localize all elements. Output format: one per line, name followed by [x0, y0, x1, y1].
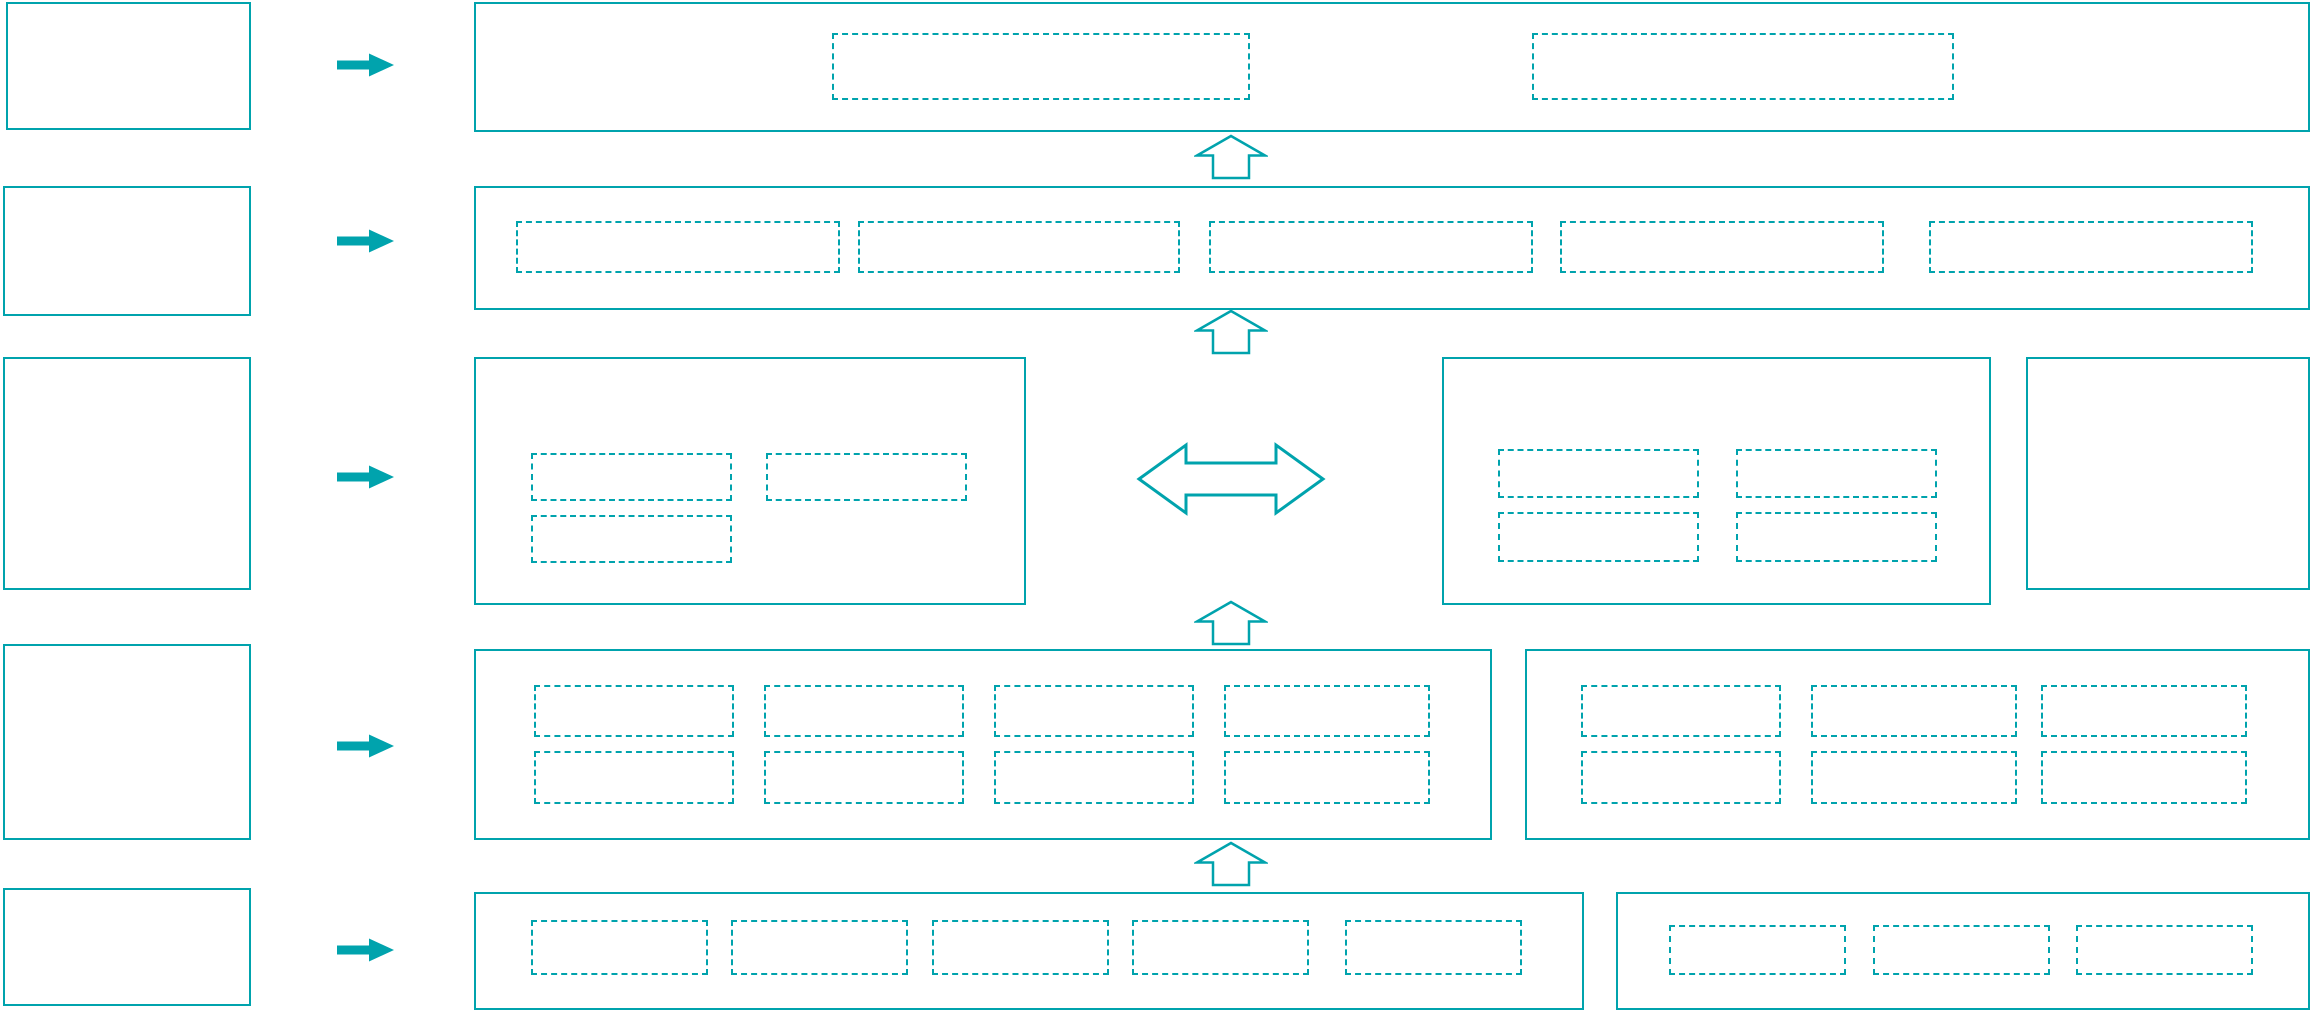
placeholder-box — [764, 751, 964, 804]
placeholder-box — [766, 453, 967, 501]
layer-3-right-panel — [1442, 357, 1991, 605]
placeholder-box — [1224, 685, 1430, 737]
placeholder-box — [1224, 751, 1430, 804]
right-arrow-icon — [337, 734, 394, 758]
placeholder-box — [994, 685, 1194, 737]
up-arrow-icon — [1194, 309, 1268, 355]
right-arrow-icon — [337, 465, 394, 489]
placeholder-box — [531, 920, 708, 975]
placeholder-box — [534, 751, 734, 804]
right-arrow-icon — [337, 938, 394, 962]
placeholder-box — [1669, 925, 1846, 975]
layer-5-label-box — [3, 888, 251, 1006]
layer-5-right-panel — [1616, 892, 2310, 1010]
layer-5-left-panel — [474, 892, 1584, 1010]
placeholder-box — [1873, 925, 2050, 975]
up-arrow-icon — [1194, 841, 1268, 887]
placeholder-box — [932, 920, 1109, 975]
up-arrow-icon — [1194, 134, 1268, 180]
placeholder-box — [1132, 920, 1309, 975]
placeholder-box — [731, 920, 908, 975]
placeholder-box — [2041, 685, 2247, 737]
placeholder-box — [1811, 751, 2017, 804]
placeholder-box — [832, 33, 1250, 100]
layer-4-right-panel — [1525, 649, 2310, 840]
right-arrow-icon — [337, 53, 394, 77]
placeholder-box — [858, 221, 1180, 273]
placeholder-box — [764, 685, 964, 737]
layer-3-side-box — [2026, 357, 2310, 590]
layer-1-label-box — [6, 2, 251, 130]
placeholder-box — [2041, 751, 2247, 804]
double-arrow-icon — [1136, 442, 1326, 516]
placeholder-box — [1209, 221, 1533, 273]
placeholder-box — [2076, 925, 2253, 975]
layer-3-left-panel — [474, 357, 1026, 605]
placeholder-box — [1811, 685, 2017, 737]
placeholder-box — [1498, 512, 1699, 562]
placeholder-box — [1736, 449, 1937, 498]
placeholder-box — [516, 221, 840, 273]
placeholder-box — [1581, 751, 1781, 804]
layer-4-left-panel — [474, 649, 1492, 840]
layer-3-label-box — [3, 357, 251, 590]
placeholder-box — [531, 453, 732, 501]
layer-1-panel — [474, 2, 2310, 132]
placeholder-box — [1498, 449, 1699, 498]
up-arrow-icon — [1194, 600, 1268, 646]
placeholder-box — [1560, 221, 1884, 273]
placeholder-box — [1581, 685, 1781, 737]
layer-4-label-box — [3, 644, 251, 840]
placeholder-box — [1736, 512, 1937, 562]
layer-2-label-box — [3, 186, 251, 316]
layer-2-panel — [474, 186, 2310, 310]
placeholder-box — [1345, 920, 1522, 975]
placeholder-box — [531, 515, 732, 563]
placeholder-box — [1532, 33, 1954, 100]
placeholder-box — [534, 685, 734, 737]
placeholder-box — [1929, 221, 2253, 273]
right-arrow-icon — [337, 229, 394, 253]
placeholder-box — [994, 751, 1194, 804]
